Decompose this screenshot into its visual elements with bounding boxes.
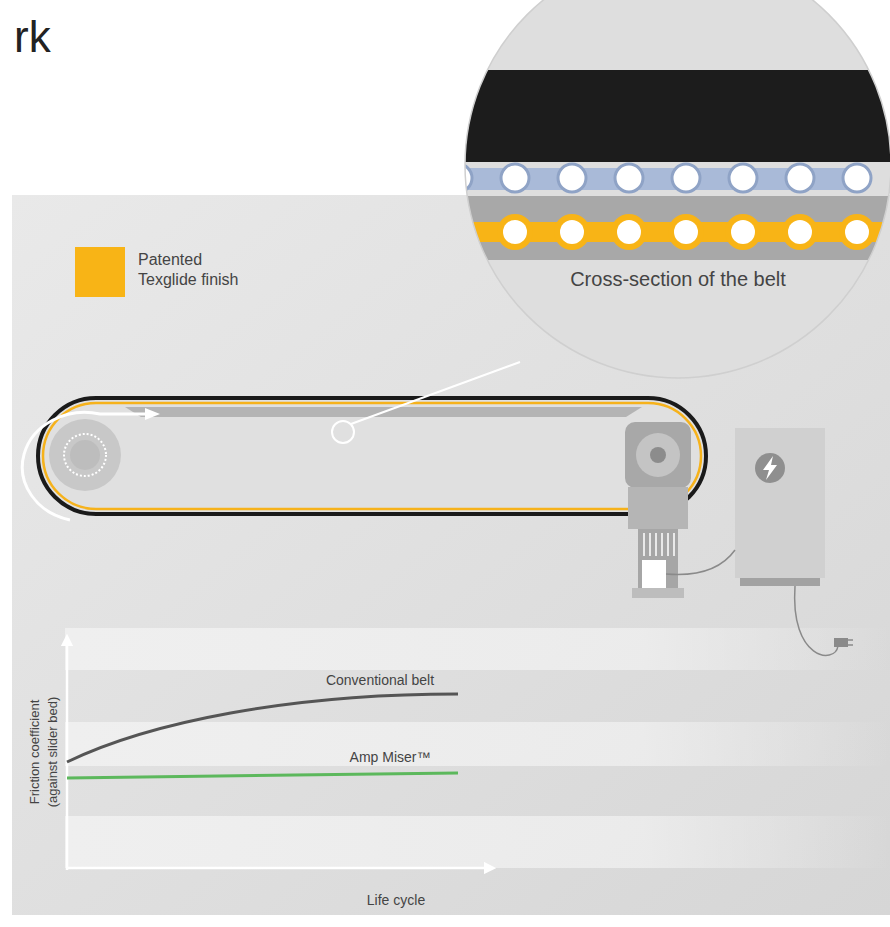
series-label: Amp Miser™ <box>350 749 431 765</box>
control-box <box>735 428 825 586</box>
page-title: rk <box>14 12 51 62</box>
motor <box>628 487 688 598</box>
direction-arrow <box>22 408 160 520</box>
magnifier-leader <box>332 362 520 443</box>
circle-outline <box>463 0 890 380</box>
axis-label: Friction coefficient <box>27 700 42 805</box>
axis-label: Life cycle <box>367 892 425 908</box>
y-axis <box>66 640 69 870</box>
callout-caption: Cross-section of the belt <box>463 268 890 291</box>
cable <box>666 550 853 655</box>
legend-text: Patented Texglide finish <box>138 250 263 290</box>
ampmiser-line <box>67 773 458 778</box>
series-label: Conventional belt <box>326 672 434 688</box>
belt-cross-section <box>440 0 890 380</box>
chart-bands <box>65 628 890 868</box>
axis-label: (against slider bed) <box>45 697 60 808</box>
x-axis <box>66 867 490 870</box>
legend-swatch <box>75 247 125 297</box>
magnifier-circle: Cross-section of the belt <box>463 0 890 380</box>
